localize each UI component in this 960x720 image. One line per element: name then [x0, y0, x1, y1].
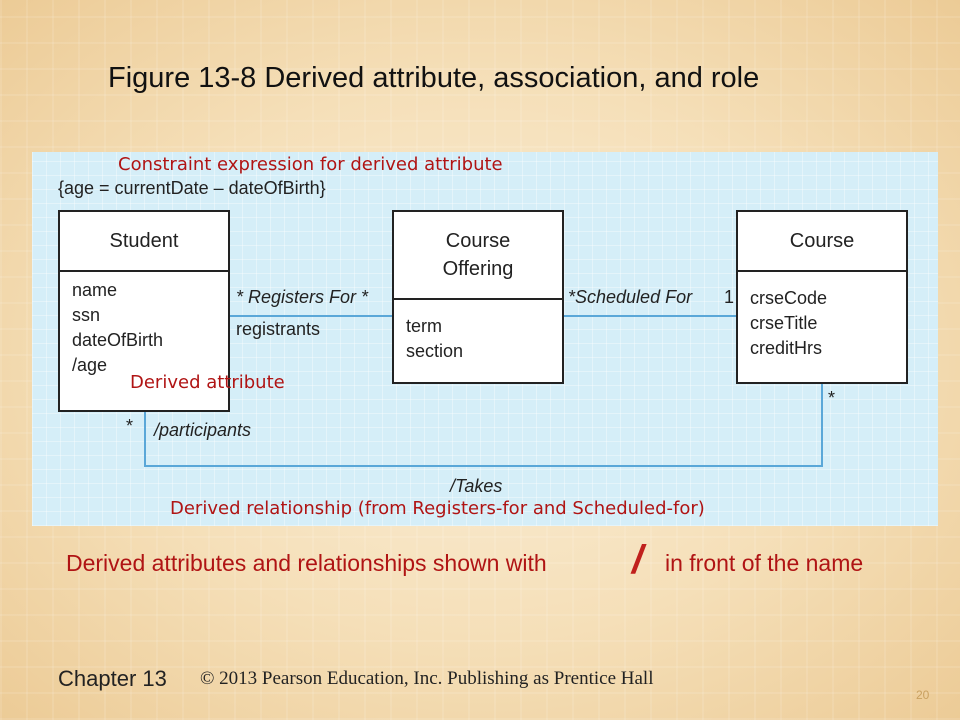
course-class-name: Course: [738, 212, 906, 272]
attribute: crseTitle: [750, 313, 818, 333]
course-class: Course crseCode crseTitle creditHrs: [736, 210, 908, 384]
chapter-label: Chapter 13: [58, 666, 167, 691]
attribute: section: [406, 341, 464, 361]
constraint-annotation: Constraint expression for derived attrib…: [118, 154, 503, 175]
copyright-notice: © 2013 Pearson Education, Inc. Publishin…: [200, 668, 654, 689]
course-offering-attributes: term section: [394, 300, 562, 370]
derived-note-text-end: in front of the name: [665, 550, 864, 576]
association-lines: [144, 315, 823, 467]
derived-attribute-annotation: Derived attribute: [130, 372, 285, 393]
derived-relationship-annotation: Derived relationship (from Registers-for…: [170, 498, 705, 519]
class-name-line: Offering: [442, 258, 514, 280]
uml-diagram: {age = currentDate – dateOfBirth} Studen…: [32, 152, 938, 526]
attribute: dateOfBirth: [72, 330, 164, 350]
slide-title: Figure 13-8 Derived attribute, associati…: [108, 62, 760, 94]
registrants-role: registrants: [236, 319, 321, 339]
scheduled-for-label: *Scheduled For: [568, 287, 693, 307]
page-number: 20: [916, 688, 930, 702]
attribute: crseCode: [750, 288, 828, 308]
attribute: ssn: [72, 305, 101, 325]
attribute: /age: [72, 355, 108, 375]
attribute: creditHrs: [750, 338, 823, 358]
participants-multiplicity: *: [126, 416, 134, 436]
slash-symbol: /: [632, 538, 644, 582]
constraint-expression: {age = currentDate – dateOfBirth}: [58, 178, 326, 198]
course-attributes: crseCode crseTitle creditHrs: [738, 272, 906, 367]
derived-note-text: Derived attributes and relationships sho…: [66, 550, 547, 576]
registers-for-label: * Registers For *: [236, 287, 369, 307]
class-name-line: Course: [445, 230, 511, 252]
participants-role: /participants: [154, 420, 252, 440]
multiplicity-one: 1: [724, 287, 735, 307]
course-multiplicity: *: [828, 388, 836, 408]
attribute: term: [406, 316, 442, 336]
attribute: name: [72, 280, 118, 300]
course-offering-class-name: Course Offering: [394, 212, 562, 300]
takes-label: /Takes: [450, 476, 503, 496]
student-class-name: Student: [60, 212, 228, 272]
student-class: Student name ssn dateOfBirth /age: [58, 210, 230, 412]
student-attributes: name ssn dateOfBirth /age: [60, 272, 228, 384]
course-offering-class: Course Offering term section: [392, 210, 564, 384]
takes-line: [144, 382, 823, 467]
